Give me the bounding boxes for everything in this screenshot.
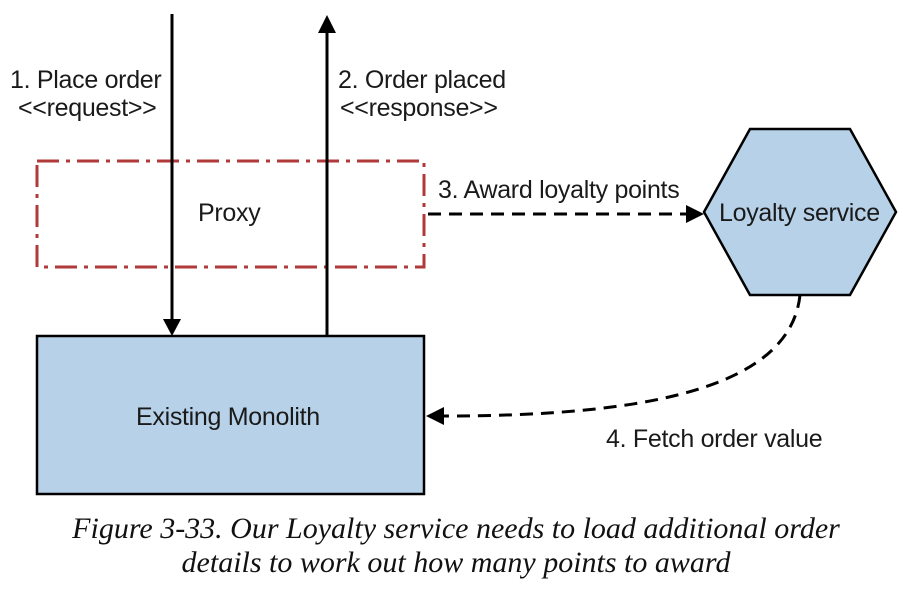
step1-title: 1. Place order	[10, 66, 162, 94]
fetch-order-arrowhead	[426, 407, 444, 425]
figure-caption-line2: details to work out how many points to a…	[181, 546, 731, 579]
proxy-box	[35, 159, 426, 269]
step3-label: 3. Award loyalty points	[438, 176, 680, 204]
proxy-label: Proxy	[198, 199, 261, 227]
order-placed-arrowhead	[318, 15, 336, 33]
place-order-arrowhead	[163, 319, 181, 336]
loyalty-service-hexagon	[702, 127, 898, 297]
award-loyalty-arrowhead	[686, 205, 704, 223]
figure-caption-line1: Figure 3-33. Our Loyalty service needs t…	[72, 512, 840, 545]
monolith-box	[35, 334, 426, 496]
fetch-order-arrow	[443, 294, 802, 418]
step2-title: 2. Order placed	[338, 66, 506, 94]
step1-stereotype: <<request>>	[18, 94, 157, 122]
monolith-label: Existing Monolith	[136, 403, 320, 431]
step4-label: 4. Fetch order value	[606, 425, 823, 453]
loyalty-service-label: Loyalty service	[719, 199, 880, 227]
step2-stereotype: <<response>>	[340, 94, 498, 122]
